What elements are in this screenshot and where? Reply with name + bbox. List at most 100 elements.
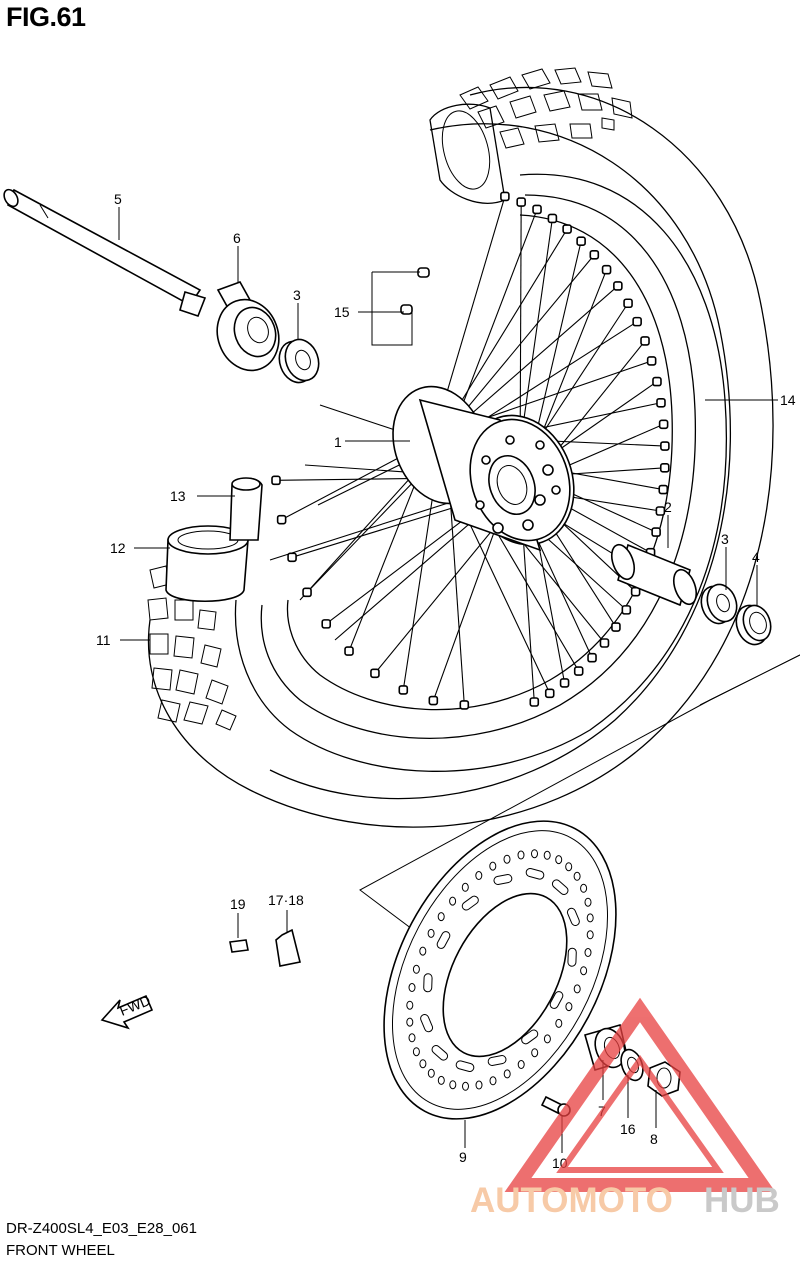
disc-slot [455, 1060, 475, 1072]
disc-hole [427, 928, 435, 938]
disc-slot [493, 874, 513, 885]
watermark-logo: AUTOMOTO HUB [470, 997, 780, 1220]
callout-1: 1 [334, 434, 342, 450]
disc-hole [427, 1068, 435, 1078]
disc-slot [487, 1055, 507, 1066]
disc-hole [419, 1059, 427, 1069]
oil-seal[interactable] [731, 601, 775, 649]
tread-blocks-top [459, 67, 633, 149]
disc-hole [586, 930, 594, 940]
callout-13: 13 [170, 488, 186, 504]
disc-hole [531, 849, 538, 859]
wheel-hub[interactable] [377, 373, 591, 560]
spoke-nipple [544, 688, 555, 699]
disc-hole [489, 861, 497, 871]
front-axle[interactable] [1, 187, 207, 317]
spoke-nipple [652, 376, 662, 387]
disc-slot [566, 907, 580, 927]
disc-hole [543, 1034, 551, 1044]
spoke-nipple [532, 204, 542, 215]
spoke-nipple [659, 463, 670, 473]
callout-9: 9 [459, 1149, 467, 1165]
callout-14: 14 [780, 392, 796, 408]
spoke-nipple [621, 605, 632, 615]
disc-slot [525, 868, 545, 880]
spoke-nipple [655, 506, 666, 516]
spoke-nipple [559, 678, 570, 688]
disc-hole [584, 948, 592, 957]
spoke-nipples [271, 191, 670, 710]
disc-hole [586, 913, 594, 923]
speedometer-gearbox[interactable] [207, 281, 288, 379]
disc-hole [584, 897, 592, 907]
disc-slot [549, 991, 564, 1009]
disc-hole [475, 1080, 483, 1090]
disc-hole [517, 850, 525, 860]
disc-hole [565, 862, 573, 872]
spoke-nipple [344, 646, 354, 656]
callouts: 1 2 3 3 4 5 6 7 8 9 10 11 12 13 14 15 16… [96, 191, 796, 1171]
figure-code: DR-Z400SL4_E03_E28_061 [6, 1220, 197, 1237]
callout-3-top: 3 [293, 287, 301, 303]
disc-holes [406, 849, 594, 1091]
disc-hole [449, 1080, 457, 1090]
spoke-nipple [562, 224, 572, 234]
spoke-nipple [287, 552, 297, 563]
disc-hole [573, 871, 581, 881]
disc-hole [449, 896, 457, 906]
callout-3-right: 3 [721, 531, 729, 547]
spoke-nipple [271, 475, 281, 486]
figure-title: FIG.61 [6, 2, 86, 32]
disc-hole [475, 871, 483, 880]
disc-hole [461, 882, 469, 892]
disc-hole [503, 854, 511, 864]
spoke-nipple [370, 668, 380, 679]
disc-hole [462, 1081, 469, 1091]
valve-cap[interactable] [229, 939, 249, 953]
callout-8: 8 [650, 1131, 658, 1147]
disc-hole [580, 883, 588, 893]
spoke-nipple [398, 685, 409, 695]
inner-tube[interactable] [165, 525, 249, 602]
callout-17-18: 17·18 [268, 892, 304, 908]
front-tire[interactable] [147, 67, 774, 828]
spoke-parts-15[interactable] [400, 267, 430, 315]
spoke-nipple [573, 666, 584, 676]
spoke-nipple [599, 638, 610, 648]
disc-slot [567, 947, 577, 967]
spoke-nipple [516, 197, 526, 207]
callout-4: 4 [752, 549, 760, 565]
fwd-arrow-icon: FWD [100, 992, 154, 1030]
spoke [445, 285, 619, 437]
disc-hole [531, 1048, 539, 1058]
spoke-nipple [459, 700, 470, 710]
spoke-nipple [587, 652, 597, 663]
disc-hole [543, 850, 551, 860]
spoke-nipple [500, 191, 510, 202]
disc-slot [436, 931, 451, 949]
disc-hole [573, 984, 581, 994]
leader-lines [118, 207, 778, 1153]
callout-6: 6 [233, 230, 241, 246]
bearing-top[interactable] [274, 335, 324, 387]
spoke-nipple [658, 419, 669, 430]
disc-hole [555, 1018, 563, 1028]
spoke-nipple [660, 441, 670, 451]
disc-hole [565, 1002, 573, 1012]
disc-hole [437, 912, 445, 922]
disc-hole [517, 1060, 525, 1069]
spoke-nipple [611, 622, 621, 632]
spoke-nipple [428, 695, 439, 706]
brake-disc[interactable] [337, 782, 664, 1158]
spoke-nipple [529, 697, 540, 707]
disc-hole [437, 1075, 445, 1085]
spoke-nipple [646, 356, 657, 366]
rim-band[interactable] [229, 477, 263, 541]
spoke-nipple [276, 514, 287, 525]
balancer-weight[interactable] [275, 928, 301, 967]
bearing-right[interactable] [696, 580, 741, 627]
spoke-nipple [623, 298, 633, 309]
wheel-spacer[interactable] [607, 542, 700, 608]
disc-hole [503, 1069, 511, 1079]
